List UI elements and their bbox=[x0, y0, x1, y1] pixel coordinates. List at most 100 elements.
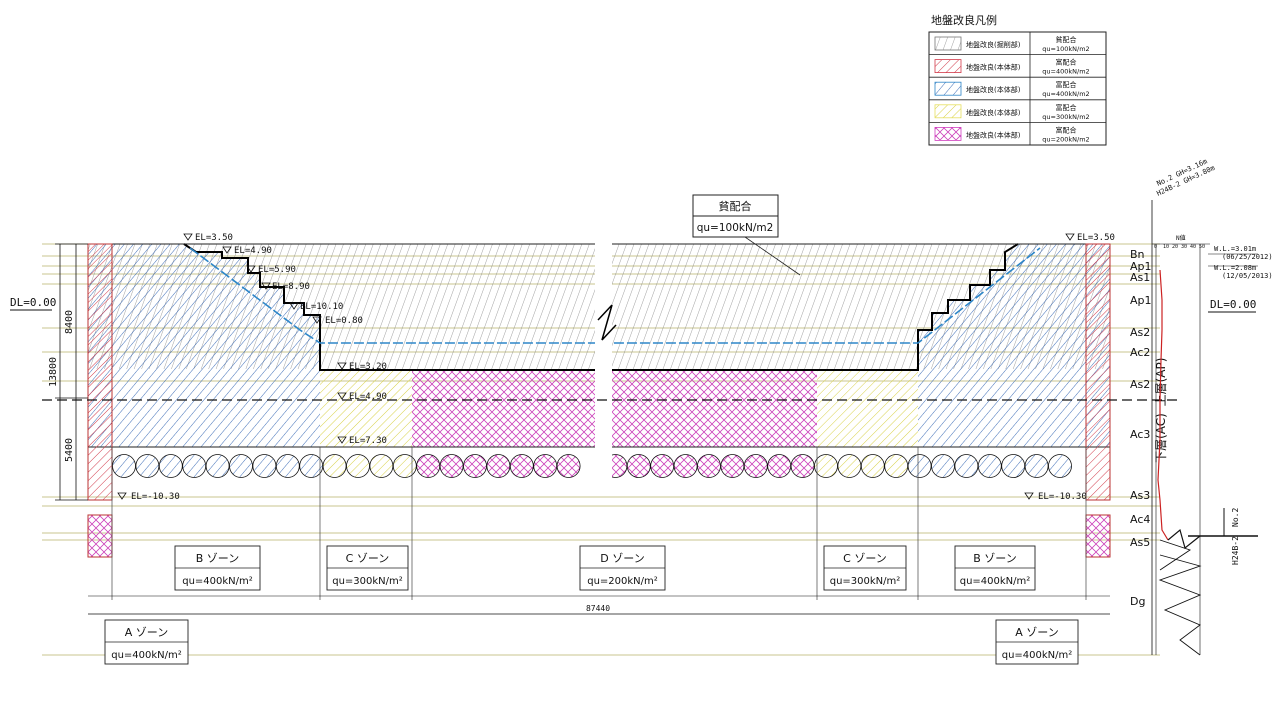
stratum-label: Ap1 bbox=[1130, 294, 1152, 307]
column-circle bbox=[767, 454, 792, 478]
el-mid-1: EL=3.20 bbox=[349, 362, 387, 372]
layer-lower: 下層(AC) bbox=[1154, 413, 1168, 463]
zone-name: D ゾーン bbox=[600, 552, 644, 565]
zone-qu: qu=300kN/m² bbox=[332, 576, 403, 587]
zone-boundaries bbox=[111, 447, 1087, 600]
zone-qu: qu=400kN/m² bbox=[1002, 650, 1073, 661]
el-bottom-right: EL=-10.30 bbox=[1038, 492, 1087, 502]
column-circle bbox=[907, 454, 932, 478]
column-circle bbox=[275, 454, 300, 478]
column-circle bbox=[182, 454, 207, 478]
stratum-label: As3 bbox=[1130, 489, 1150, 502]
scale-tick: 20 bbox=[1172, 244, 1178, 250]
scale-tick: 30 bbox=[1181, 244, 1187, 250]
legend-spec2: qu=400kN/m2 bbox=[1042, 68, 1089, 76]
column-circle bbox=[112, 454, 136, 478]
column-circle bbox=[463, 454, 487, 478]
wl1-date: (06/25/2012) bbox=[1222, 253, 1273, 261]
zone-name: B ゾーン bbox=[196, 552, 240, 565]
break-mark bbox=[597, 304, 617, 341]
zone-qu: qu=200kN/m² bbox=[587, 576, 658, 587]
el-bottom-left: EL=-10.30 bbox=[131, 492, 180, 502]
excavation-outline bbox=[183, 243, 1019, 371]
column-circle bbox=[135, 454, 160, 478]
legend-label: 地盤改良(本体部) bbox=[966, 63, 1021, 72]
el-top-right: EL=3.50 bbox=[1077, 233, 1115, 243]
column-circle bbox=[954, 454, 979, 478]
el-step-2: EL=5.90 bbox=[258, 265, 296, 275]
left-dimensions bbox=[55, 243, 88, 501]
nval-label: N値 bbox=[1176, 234, 1186, 242]
dl-left: DL=0.00 bbox=[10, 296, 56, 309]
legend-swatch bbox=[934, 81, 962, 96]
legend-spec1: 富配合 bbox=[1056, 58, 1077, 67]
column-circle bbox=[439, 454, 464, 478]
callout-value: qu=100kN/m2 bbox=[697, 222, 774, 234]
left-wall-lower bbox=[87, 514, 113, 558]
column-circle bbox=[229, 454, 253, 478]
magenta-improvement bbox=[412, 370, 817, 447]
stratum-label: Ac3 bbox=[1130, 428, 1150, 441]
column-circle bbox=[860, 454, 885, 478]
legend-swatch bbox=[934, 36, 962, 51]
zone-qu: qu=300kN/m² bbox=[830, 576, 901, 587]
zone-name: A ゾーン bbox=[1015, 626, 1058, 639]
stratum-label: As2 bbox=[1130, 326, 1150, 339]
column-circle bbox=[720, 454, 745, 478]
legend-spec2: qu=100kN/m2 bbox=[1042, 45, 1089, 53]
column-circle bbox=[673, 454, 698, 478]
wl2-date: (12/05/2013) bbox=[1222, 272, 1273, 280]
yellow-improvement-left bbox=[320, 370, 412, 447]
datum-labels: DL=0.00 DL=0.00 bbox=[10, 296, 1256, 313]
right-wall-lower bbox=[1085, 514, 1111, 558]
column-circle bbox=[977, 454, 1002, 478]
column-circle bbox=[1048, 454, 1072, 478]
legend-spec2: qu=300kN/m2 bbox=[1042, 113, 1089, 121]
wl1: W.L.=3.01m bbox=[1214, 245, 1256, 253]
scale-tick: 0 bbox=[1154, 244, 1157, 250]
zone-name: C ゾーン bbox=[346, 552, 390, 565]
legend-swatch bbox=[934, 104, 962, 119]
column-circle bbox=[1001, 454, 1026, 478]
zone-qu: qu=400kN/m² bbox=[960, 576, 1031, 587]
dl-right: DL=0.00 bbox=[1210, 298, 1256, 311]
column-circle bbox=[650, 454, 675, 478]
column-circle bbox=[509, 454, 534, 478]
dim-width: 87440 bbox=[586, 604, 610, 613]
column-circle bbox=[626, 454, 651, 478]
legend-spec1: 富配合 bbox=[1056, 103, 1077, 112]
legend-spec1: 貧配合 bbox=[1056, 35, 1077, 44]
blue-improvement-left bbox=[88, 244, 320, 447]
el-step-4: EL=10.10 bbox=[300, 302, 343, 312]
blue-improvement-right bbox=[918, 244, 1110, 447]
dim-13800: 13800 bbox=[48, 357, 59, 387]
column-circle bbox=[158, 454, 183, 478]
dim-5400: 5400 bbox=[64, 438, 75, 462]
callout-box: 貧配合 qu=100kN/m2 bbox=[692, 194, 801, 276]
legend-spec2: qu=400kN/m2 bbox=[1042, 90, 1089, 98]
legend-swatch bbox=[934, 59, 962, 73]
column-circle bbox=[790, 454, 815, 478]
column-circle bbox=[743, 454, 768, 478]
stratum-label: Ap1 bbox=[1130, 260, 1152, 273]
dim-8400: 8400 bbox=[64, 310, 75, 334]
legend: 地盤改良凡例 地盤改良(掘削部)貧配合qu=100kN/m2地盤改良(本体部)富… bbox=[928, 13, 1107, 146]
column-circle bbox=[299, 454, 324, 478]
column-circle bbox=[533, 454, 558, 478]
el-mid-2: EL=4.90 bbox=[349, 392, 387, 402]
yellow-improvement-right bbox=[817, 370, 918, 447]
elevation-labels: EL=3.50 EL=3.50 EL=4.90 EL=5.90 EL=8.90 … bbox=[117, 233, 1115, 502]
zone-name: A ゾーン bbox=[125, 626, 168, 639]
zone-qu: qu=400kN/m² bbox=[182, 576, 253, 587]
stratum-label: Ac2 bbox=[1130, 346, 1150, 359]
zone-name: C ゾーン bbox=[843, 552, 887, 565]
zone-qu: qu=400kN/m² bbox=[111, 650, 182, 661]
scale-tick: 40 bbox=[1190, 244, 1196, 250]
stratum-label: Dg bbox=[1130, 595, 1145, 608]
column-circles bbox=[112, 454, 1072, 478]
column-circle bbox=[416, 454, 441, 478]
stratum-label: As1 bbox=[1130, 271, 1150, 284]
stratum-label: Bn bbox=[1130, 248, 1145, 261]
boring-side2: No.2 bbox=[1231, 508, 1240, 527]
